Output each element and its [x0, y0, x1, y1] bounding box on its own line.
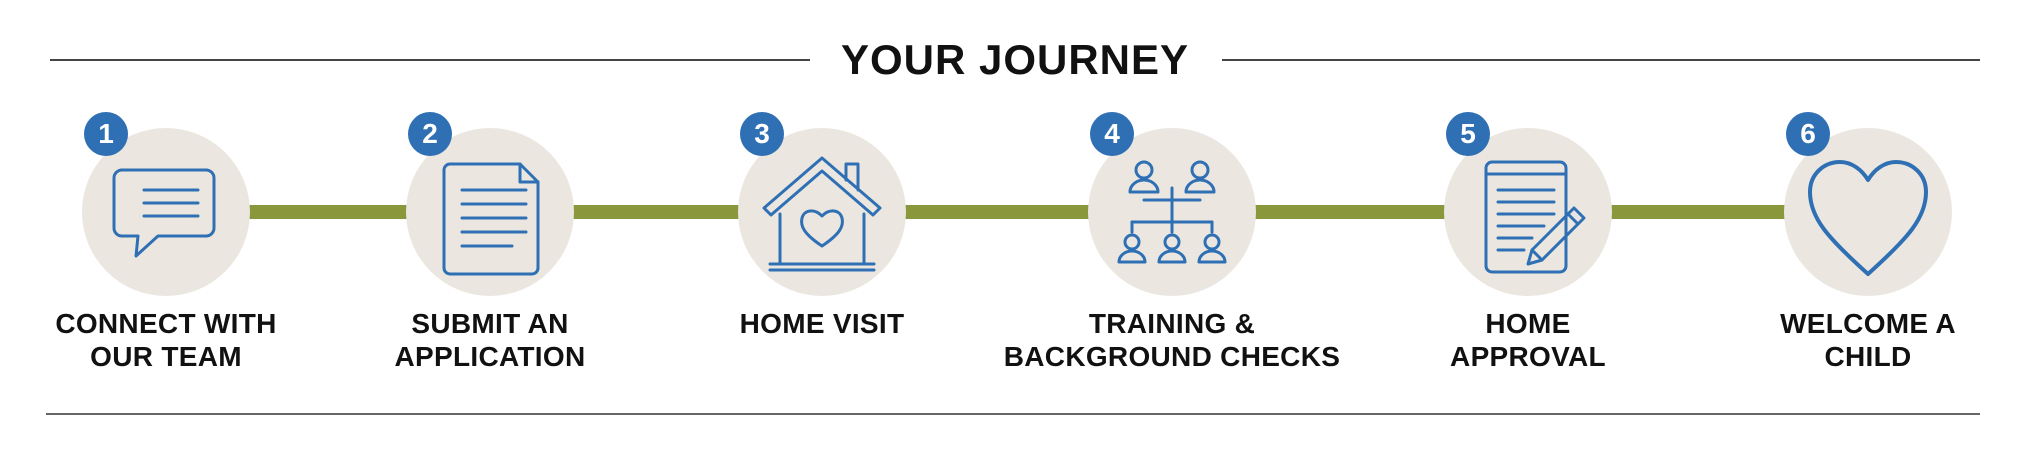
step-label: HOME VISIT — [739, 308, 905, 339]
connector-2-3 — [572, 205, 740, 219]
clipboard-pencil-icon — [1484, 160, 1586, 274]
step-label: WELCOME A CHILD — [1780, 308, 1956, 372]
step-circle — [82, 128, 250, 296]
step-circle — [1088, 128, 1256, 296]
footer-rule — [46, 413, 1980, 415]
step-circle — [1444, 128, 1612, 296]
connector-5-6 — [1610, 205, 1786, 219]
step-number-badge: 3 — [740, 112, 784, 156]
step-number-badge: 1 — [84, 112, 128, 156]
journey-header: YOUR JOURNEY — [50, 36, 1980, 88]
house-heart-icon — [762, 156, 882, 272]
step-label: SUBMIT AN APPLICATION — [394, 308, 586, 372]
connector-3-4 — [904, 205, 1090, 219]
connector-4-5 — [1254, 205, 1446, 219]
connector-1-2 — [248, 205, 408, 219]
step-number-badge: 2 — [408, 112, 452, 156]
heart-icon — [1808, 160, 1928, 276]
header-rule-left — [50, 59, 810, 61]
step-label: TRAINING & BACKGROUND CHECKS — [1003, 308, 1341, 372]
step-number-badge: 6 — [1786, 112, 1830, 156]
org-chart-people-icon — [1117, 160, 1227, 264]
step-circle — [1784, 128, 1952, 296]
step-number-badge: 4 — [1090, 112, 1134, 156]
page-title: YOUR JOURNEY — [840, 36, 1190, 83]
step-label: CONNECT WITH OUR TEAM — [55, 308, 277, 372]
step-circle — [406, 128, 574, 296]
step-number-badge: 5 — [1446, 112, 1490, 156]
speech-bubble-icon — [112, 168, 216, 258]
document-icon — [442, 162, 540, 276]
header-rule-right — [1222, 59, 1980, 61]
step-label: HOME APPROVAL — [1450, 308, 1606, 372]
step-circle — [738, 128, 906, 296]
